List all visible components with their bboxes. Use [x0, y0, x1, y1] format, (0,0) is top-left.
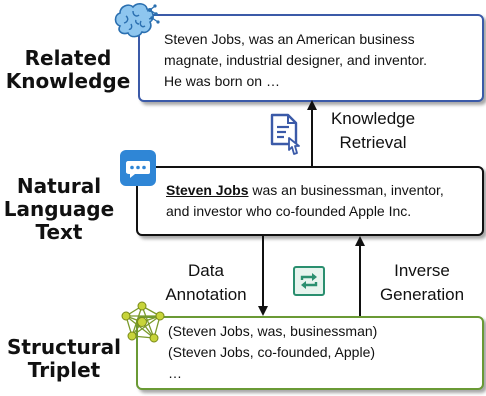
natural-language-text-label: Natural Language Text	[3, 174, 115, 244]
triplet-line: (Steven Jobs, co-founded, Apple)	[168, 344, 376, 360]
knowledge-retrieval-arrow	[307, 100, 317, 166]
inverse-generation-label: Inverse Generation	[379, 261, 465, 304]
triplet-line: (Steven Jobs, was, businessman)	[168, 323, 378, 339]
knowledge-retrieval-label: Knowledge Retrieval	[330, 109, 416, 152]
data-annotation-label: Data Annotation	[165, 261, 247, 304]
structural-triplet-label: Structural Triplet	[7, 335, 121, 382]
triplet-line: …	[168, 365, 182, 381]
related-knowledge-label: Related Knowledge	[5, 46, 131, 93]
chat-bubble-icon	[120, 150, 156, 186]
entity-mention: Steven Jobs	[166, 182, 249, 198]
text-line-2: and investor who co-founded Apple Inc.	[166, 203, 412, 219]
text-box: Steven Jobs was an businessman, inventor…	[136, 166, 484, 236]
data-annotation-arrow	[258, 236, 268, 316]
document-click-icon	[270, 113, 300, 155]
graph-network-icon	[121, 301, 165, 343]
triplet-box: (Steven Jobs, was, businessman) (Steven …	[136, 316, 484, 390]
text-line-1: Steven Jobs was an businessman, inventor…	[166, 182, 444, 198]
knowledge-line: magnate, industrial designer, and invent…	[164, 52, 428, 68]
inverse-generation-arrow	[355, 236, 365, 316]
knowledge-line: Steven Jobs, was an American business	[164, 31, 415, 47]
knowledge-line: He was born on …	[164, 73, 280, 89]
knowledge-box: Steven Jobs, was an American business ma…	[138, 14, 484, 102]
refresh-cycle-icon	[293, 266, 325, 296]
brain-network-icon	[114, 3, 160, 38]
